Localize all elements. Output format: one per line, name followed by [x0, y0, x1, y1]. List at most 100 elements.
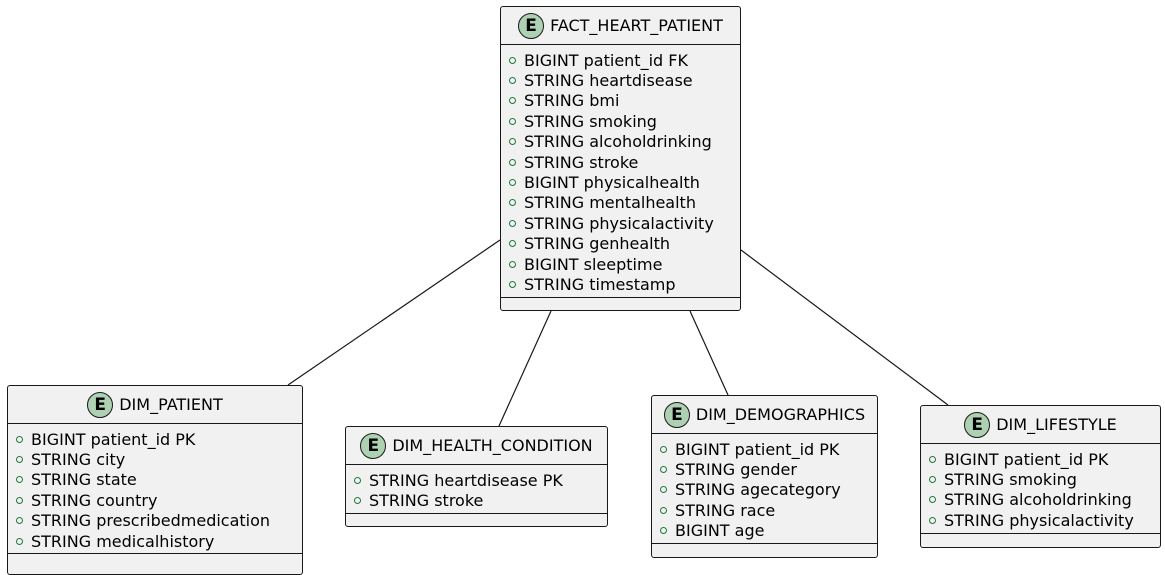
public-field-icon — [509, 280, 516, 288]
public-field-icon — [660, 506, 667, 514]
field-label: STRING stroke — [524, 152, 639, 172]
field-label: STRING genhealth — [524, 234, 671, 254]
entity-field: STRING stroke — [354, 490, 599, 510]
field-label: STRING gender — [675, 460, 797, 480]
entity-title: DIM_HEALTH_CONDITION — [392, 436, 593, 455]
field-label: BIGINT patient_id PK — [675, 439, 840, 459]
field-label: BIGINT patient_id FK — [524, 50, 688, 70]
field-label: STRING mentalhealth — [524, 193, 696, 213]
link-fact-dim-lifestyle — [740, 249, 949, 406]
entity-title: DIM_DEMOGRAPHICS — [695, 405, 866, 424]
entity-field: STRING alcoholdrinking — [929, 490, 1152, 510]
entity-field: STRING genhealth — [509, 234, 732, 254]
public-field-icon — [354, 497, 361, 505]
entity-field: STRING physicalactivity — [929, 510, 1152, 530]
entity-field: STRING prescribedmedication — [16, 511, 294, 531]
entity-footer — [346, 512, 607, 522]
public-field-icon — [509, 138, 516, 146]
public-field-icon — [509, 158, 516, 166]
public-field-icon — [509, 56, 516, 64]
entity-icon: E — [663, 401, 690, 428]
entity-fact-heart-patient[interactable]: E FACT_HEART_PATIENT BIGINT patient_id F… — [500, 6, 741, 311]
public-field-icon — [16, 476, 23, 484]
entity-field: STRING medicalhistory — [16, 531, 294, 551]
field-label: STRING agecategory — [675, 480, 841, 500]
public-field-icon — [929, 516, 936, 524]
public-field-icon — [929, 476, 936, 484]
public-field-icon — [660, 486, 667, 494]
entity-field: STRING physicalactivity — [509, 213, 732, 233]
public-field-icon — [16, 517, 23, 525]
entity-field: BIGINT patient_id PK — [929, 449, 1152, 469]
public-field-icon — [16, 537, 23, 545]
entity-field: STRING gender — [660, 459, 869, 479]
entity-field: BIGINT patient_id PK — [660, 439, 869, 459]
field-label: BIGINT sleeptime — [524, 254, 663, 274]
entity-field: STRING smoking — [929, 469, 1152, 489]
public-field-icon — [509, 260, 516, 268]
link-fact-dim-health-condition — [498, 310, 552, 427]
entity-footer — [8, 553, 302, 562]
link-fact-dim-demographics — [689, 310, 729, 396]
entity-header: E FACT_HEART_PATIENT — [501, 7, 740, 45]
entity-field: STRING bmi — [509, 91, 732, 111]
entity-icon: E — [360, 432, 387, 459]
public-field-icon — [354, 476, 361, 484]
field-label: STRING physicalactivity — [944, 510, 1134, 530]
public-field-icon — [660, 466, 667, 474]
entity-icon: E — [87, 391, 114, 418]
entity-header: E DIM_PATIENT — [8, 386, 302, 424]
entity-field: STRING state — [16, 470, 294, 490]
entity-field: STRING heartdisease — [509, 70, 732, 90]
entity-title: FACT_HEART_PATIENT — [550, 16, 723, 35]
field-label: STRING smoking — [944, 470, 1077, 490]
field-label: STRING medicalhistory — [31, 531, 215, 551]
entity-footer — [652, 542, 877, 552]
field-label: BIGINT physicalhealth — [524, 173, 700, 193]
entity-icon: E — [518, 12, 545, 39]
entity-field: BIGINT physicalhealth — [509, 172, 732, 192]
field-label: STRING country — [31, 490, 158, 510]
field-label: STRING race — [675, 500, 776, 520]
entity-field: BIGINT patient_id PK — [16, 429, 294, 449]
entity-field: STRING alcoholdrinking — [509, 132, 732, 152]
field-label: STRING heartdisease PK — [369, 470, 563, 490]
field-label: STRING stroke — [369, 491, 484, 511]
entity-field: STRING country — [16, 490, 294, 510]
public-field-icon — [509, 117, 516, 125]
entity-title: DIM_LIFESTYLE — [996, 415, 1117, 434]
public-field-icon — [509, 199, 516, 207]
entity-header: E DIM_DEMOGRAPHICS — [652, 396, 877, 434]
field-label: STRING timestamp — [524, 274, 676, 294]
public-field-icon — [16, 456, 23, 464]
field-label: BIGINT patient_id PK — [944, 449, 1109, 469]
entity-field: STRING timestamp — [509, 274, 732, 294]
entity-field: STRING agecategory — [660, 480, 869, 500]
public-field-icon — [16, 496, 23, 504]
public-field-icon — [509, 240, 516, 248]
field-label: STRING heartdisease — [524, 71, 693, 91]
entity-field: BIGINT patient_id FK — [509, 50, 732, 70]
public-field-icon — [929, 455, 936, 463]
public-field-icon — [509, 77, 516, 85]
field-label: STRING bmi — [524, 91, 620, 111]
entity-dim-health-condition[interactable]: E DIM_HEALTH_CONDITION STRING heartdisea… — [345, 426, 608, 527]
entity-field: STRING mentalhealth — [509, 193, 732, 213]
field-label: STRING alcoholdrinking — [524, 132, 712, 152]
field-label: STRING physicalactivity — [524, 213, 714, 233]
entity-field: STRING smoking — [509, 111, 732, 131]
entity-header: E DIM_HEALTH_CONDITION — [346, 427, 607, 465]
public-field-icon — [509, 219, 516, 227]
public-field-icon — [660, 445, 667, 453]
entity-field: BIGINT sleeptime — [509, 254, 732, 274]
entity-header: E DIM_LIFESTYLE — [921, 406, 1160, 444]
entity-footer — [921, 532, 1160, 542]
